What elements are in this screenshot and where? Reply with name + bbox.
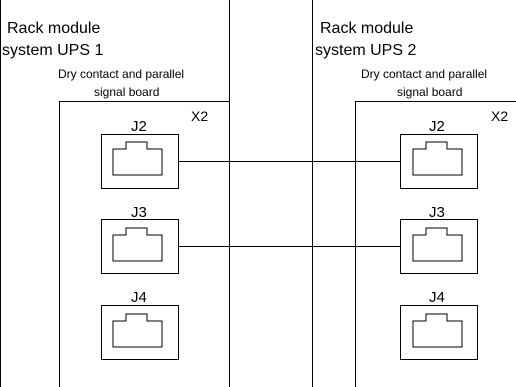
ups2-title-line2: system UPS 2 bbox=[315, 42, 416, 59]
ups2-board-label-line2: signal board bbox=[397, 85, 462, 99]
ups2-port-j3[interactable] bbox=[400, 219, 478, 274]
ups2-outer-frame bbox=[312, 0, 313, 387]
ups1-board-tag: X2 bbox=[191, 108, 208, 124]
ups2-board-tag: X2 bbox=[491, 108, 508, 124]
ups1-port-j4[interactable] bbox=[101, 305, 179, 360]
ups2-title-line1: Rack module bbox=[320, 20, 413, 37]
ups2-port-j4[interactable] bbox=[400, 305, 478, 360]
ups-module-2: Rack module system UPS 2 Dry contact and… bbox=[312, 0, 516, 387]
ups2-port-j4-label: J4 bbox=[429, 289, 445, 306]
ups1-port-j2-label: J2 bbox=[131, 118, 147, 135]
ups1-port-j3-label: J3 bbox=[131, 204, 147, 221]
ups1-title-line2: system UPS 1 bbox=[2, 42, 103, 59]
ups1-title-line1: Rack module bbox=[7, 20, 100, 37]
ups1-board-label-line1: Dry contact and parallel bbox=[58, 67, 184, 81]
ups2-port-j2[interactable] bbox=[400, 134, 478, 189]
ups1-port-j4-label: J4 bbox=[131, 289, 147, 306]
ups1-port-j2[interactable] bbox=[101, 134, 179, 189]
ups1-port-j3[interactable] bbox=[101, 219, 179, 274]
ups2-board-label-line1: Dry contact and parallel bbox=[361, 67, 487, 81]
ups1-board-label-line2: signal board bbox=[94, 85, 159, 99]
ups2-signal-board bbox=[355, 101, 516, 387]
ups2-port-j3-label: J3 bbox=[429, 204, 445, 221]
ups-module-1: Rack module system UPS 1 Dry contact and… bbox=[0, 0, 230, 387]
ups1-signal-board bbox=[59, 101, 230, 387]
ups2-port-j2-label: J2 bbox=[429, 118, 445, 135]
